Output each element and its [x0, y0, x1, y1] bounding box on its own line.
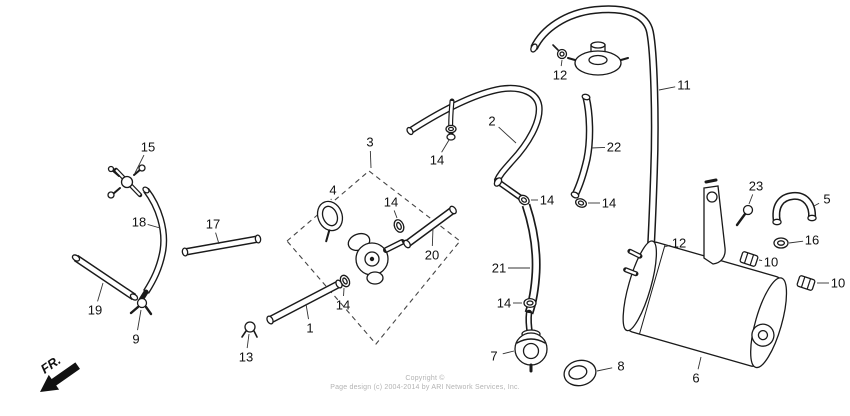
- part-callout-2-10[interactable]: 2: [488, 114, 495, 129]
- joint-pipe: [493, 177, 524, 201]
- canister-bracket: [703, 178, 726, 265]
- part-callout-19-3[interactable]: 19: [88, 303, 102, 318]
- callout-leader-16-27: [788, 240, 804, 244]
- canister-6: [622, 240, 788, 369]
- copyright-line-1: Copyright ©: [405, 375, 445, 382]
- tube-22: [570, 93, 594, 199]
- callout-leader-1-18: [305, 303, 309, 320]
- clamp-14-tube21-bottom: [523, 297, 537, 309]
- callout-leader-2-10: [498, 126, 517, 144]
- callout-leader-13-5: [246, 333, 250, 349]
- clamp-12-top: [552, 44, 568, 60]
- ring-14-valve: [393, 219, 405, 233]
- callout-leader-5-26: [813, 202, 820, 207]
- part-callout-22-11[interactable]: 22: [607, 140, 621, 155]
- tube-18: [142, 186, 168, 294]
- callout-leader-6-24: [697, 356, 702, 370]
- part-callout-13-5[interactable]: 13: [239, 350, 253, 365]
- part-callout-11-13[interactable]: 11: [677, 78, 691, 93]
- callout-leader-17-2: [215, 232, 220, 245]
- fr-label: FR.: [38, 352, 64, 376]
- hose-20: [403, 205, 457, 249]
- assembly-3-dashed-outline: [286, 170, 461, 345]
- hose-5: [772, 191, 817, 226]
- fr-arrow-icon: [40, 362, 80, 392]
- ring-16: [773, 237, 789, 249]
- part-callout-14-19[interactable]: 14: [497, 296, 511, 311]
- part-callout-21-20[interactable]: 21: [492, 261, 506, 276]
- part-callout-18-1[interactable]: 18: [132, 215, 146, 230]
- part-callout-9-4[interactable]: 9: [132, 332, 139, 347]
- tube-19: [71, 254, 139, 301]
- connector-10-a: [739, 251, 759, 267]
- tube-21: [521, 203, 541, 315]
- connector-10-b: [796, 275, 816, 291]
- callout-leader-18-1: [147, 224, 161, 229]
- part-callout-17-2[interactable]: 17: [206, 217, 220, 232]
- callout-leader-15-0: [134, 154, 145, 174]
- part-callout-20-16[interactable]: 20: [425, 248, 439, 263]
- part-callout-14-17[interactable]: 14: [336, 298, 350, 313]
- callout-leader-11-13: [658, 86, 676, 91]
- part-callout-8-23[interactable]: 8: [617, 359, 624, 374]
- joint-15: [107, 164, 146, 199]
- part-callout-1-18[interactable]: 1: [306, 321, 313, 336]
- part-callout-14-9[interactable]: 14: [384, 195, 398, 210]
- callout-leader-14-9: [393, 210, 398, 219]
- clamp-14-tube22: [575, 198, 587, 208]
- copyright-line-2: Page design (c) 2004-2014 by ARI Network…: [330, 384, 520, 391]
- hose-1: [266, 279, 343, 325]
- clamp-14-hose1: [339, 274, 351, 288]
- valve-7: [514, 309, 548, 373]
- part-callout-10-29[interactable]: 10: [831, 276, 845, 291]
- callout-leader-10-28: [758, 259, 763, 261]
- callout-leader-22-11: [590, 146, 606, 149]
- clamp-14-tube21-top: [518, 194, 530, 206]
- clamp-13: [241, 321, 258, 338]
- ring-8: [563, 359, 597, 387]
- callout-leader-7-22: [502, 350, 515, 355]
- part-callout-16-27[interactable]: 16: [805, 233, 819, 248]
- callout-leader-14-8: [441, 139, 450, 153]
- part-callout-14-15[interactable]: 14: [602, 196, 616, 211]
- part-callout-14-14[interactable]: 14: [540, 193, 554, 208]
- part-callout-12-21[interactable]: 12: [672, 236, 686, 251]
- tube-2: [406, 84, 543, 183]
- fitting-9: [129, 289, 153, 316]
- part-callout-14-8[interactable]: 14: [430, 153, 444, 168]
- part-callout-4-7[interactable]: 4: [329, 183, 336, 198]
- callout-leader-12-21: [663, 244, 671, 248]
- callout-leader-9-4: [137, 309, 142, 331]
- part-callout-12-12[interactable]: 12: [553, 68, 567, 83]
- callout-leader-3-6: [369, 150, 372, 169]
- tube-17: [181, 234, 262, 257]
- clamp-ring-4: [316, 200, 344, 243]
- callout-leader-23-25: [748, 194, 754, 205]
- fuel-valve-cap: [567, 41, 629, 76]
- part-callout-7-22[interactable]: 7: [490, 349, 497, 364]
- valve-assembly-3: [347, 232, 405, 285]
- part-callout-15-0[interactable]: 15: [141, 140, 155, 155]
- clamp-14-tube2: [445, 124, 457, 134]
- part-callout-23-25[interactable]: 23: [749, 179, 763, 194]
- part-callout-5-26[interactable]: 5: [823, 192, 830, 207]
- callout-leader-19-3: [97, 282, 104, 302]
- part-callout-6-24[interactable]: 6: [692, 371, 699, 386]
- bolt-23: [735, 204, 754, 227]
- callout-leader-20-16: [431, 227, 434, 247]
- callout-leader-12-12: [560, 59, 563, 67]
- part-callout-10-28[interactable]: 10: [764, 255, 778, 270]
- part-callout-3-6[interactable]: 3: [366, 135, 373, 150]
- callout-leader-8-23: [596, 367, 613, 372]
